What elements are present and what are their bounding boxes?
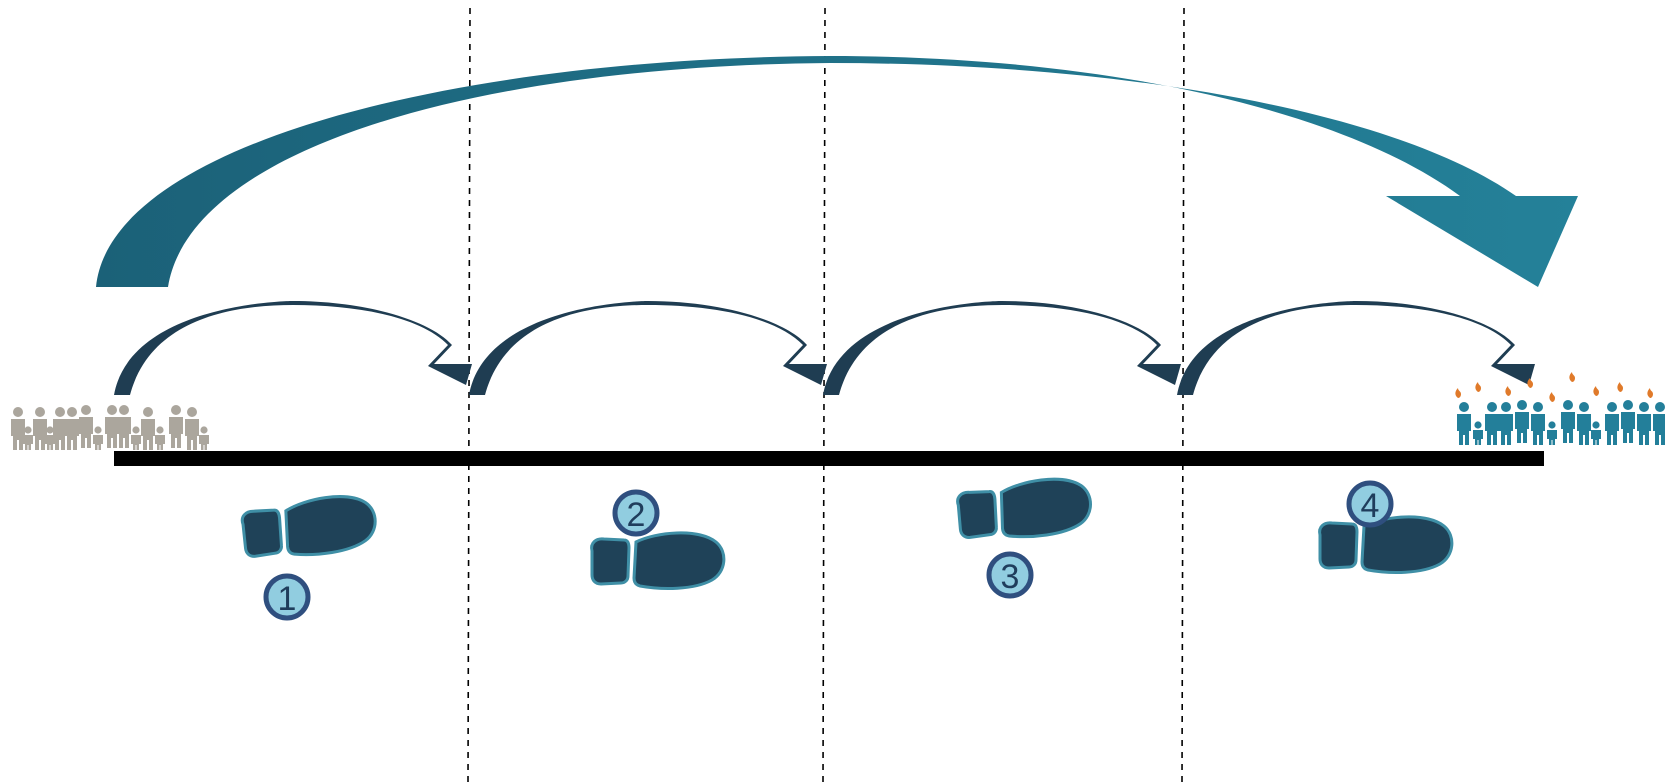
footprints-icon	[241, 493, 378, 562]
step-badge-2: 2	[615, 492, 657, 534]
footprints-icon	[956, 476, 1093, 543]
flame-icons	[1455, 372, 1653, 402]
curved-arrow-icon	[96, 56, 1578, 287]
step-number-3: 3	[1001, 558, 1020, 596]
footprints-icon	[1320, 517, 1452, 573]
step-number-1: 1	[278, 580, 297, 618]
step-badge-4: 4	[1349, 483, 1391, 525]
step-arrow-2	[469, 301, 827, 395]
divider-1	[468, 8, 470, 783]
teal-crowd-with-flames-icon	[1455, 372, 1665, 445]
step-number-2: 2	[627, 496, 646, 534]
step-3: 3	[956, 476, 1093, 596]
step-4: 4	[1320, 483, 1452, 572]
step-arrow-1	[114, 301, 472, 395]
step-arrow-4	[1177, 301, 1535, 395]
big-leap-arrow	[96, 56, 1578, 287]
step-2: 2	[592, 492, 724, 588]
divider-2	[823, 8, 825, 783]
grey-crowd-icon	[11, 405, 209, 450]
timeline-bar	[114, 451, 1544, 466]
step-number-4: 4	[1361, 487, 1380, 525]
footprints-icon	[592, 533, 724, 589]
step-badge-1: 1	[266, 576, 308, 618]
step-arrow-3	[823, 301, 1181, 395]
step-1: 1	[241, 493, 378, 618]
phase-dividers	[468, 8, 1184, 783]
step-badge-3: 3	[989, 554, 1031, 596]
divider-3	[1182, 8, 1184, 783]
